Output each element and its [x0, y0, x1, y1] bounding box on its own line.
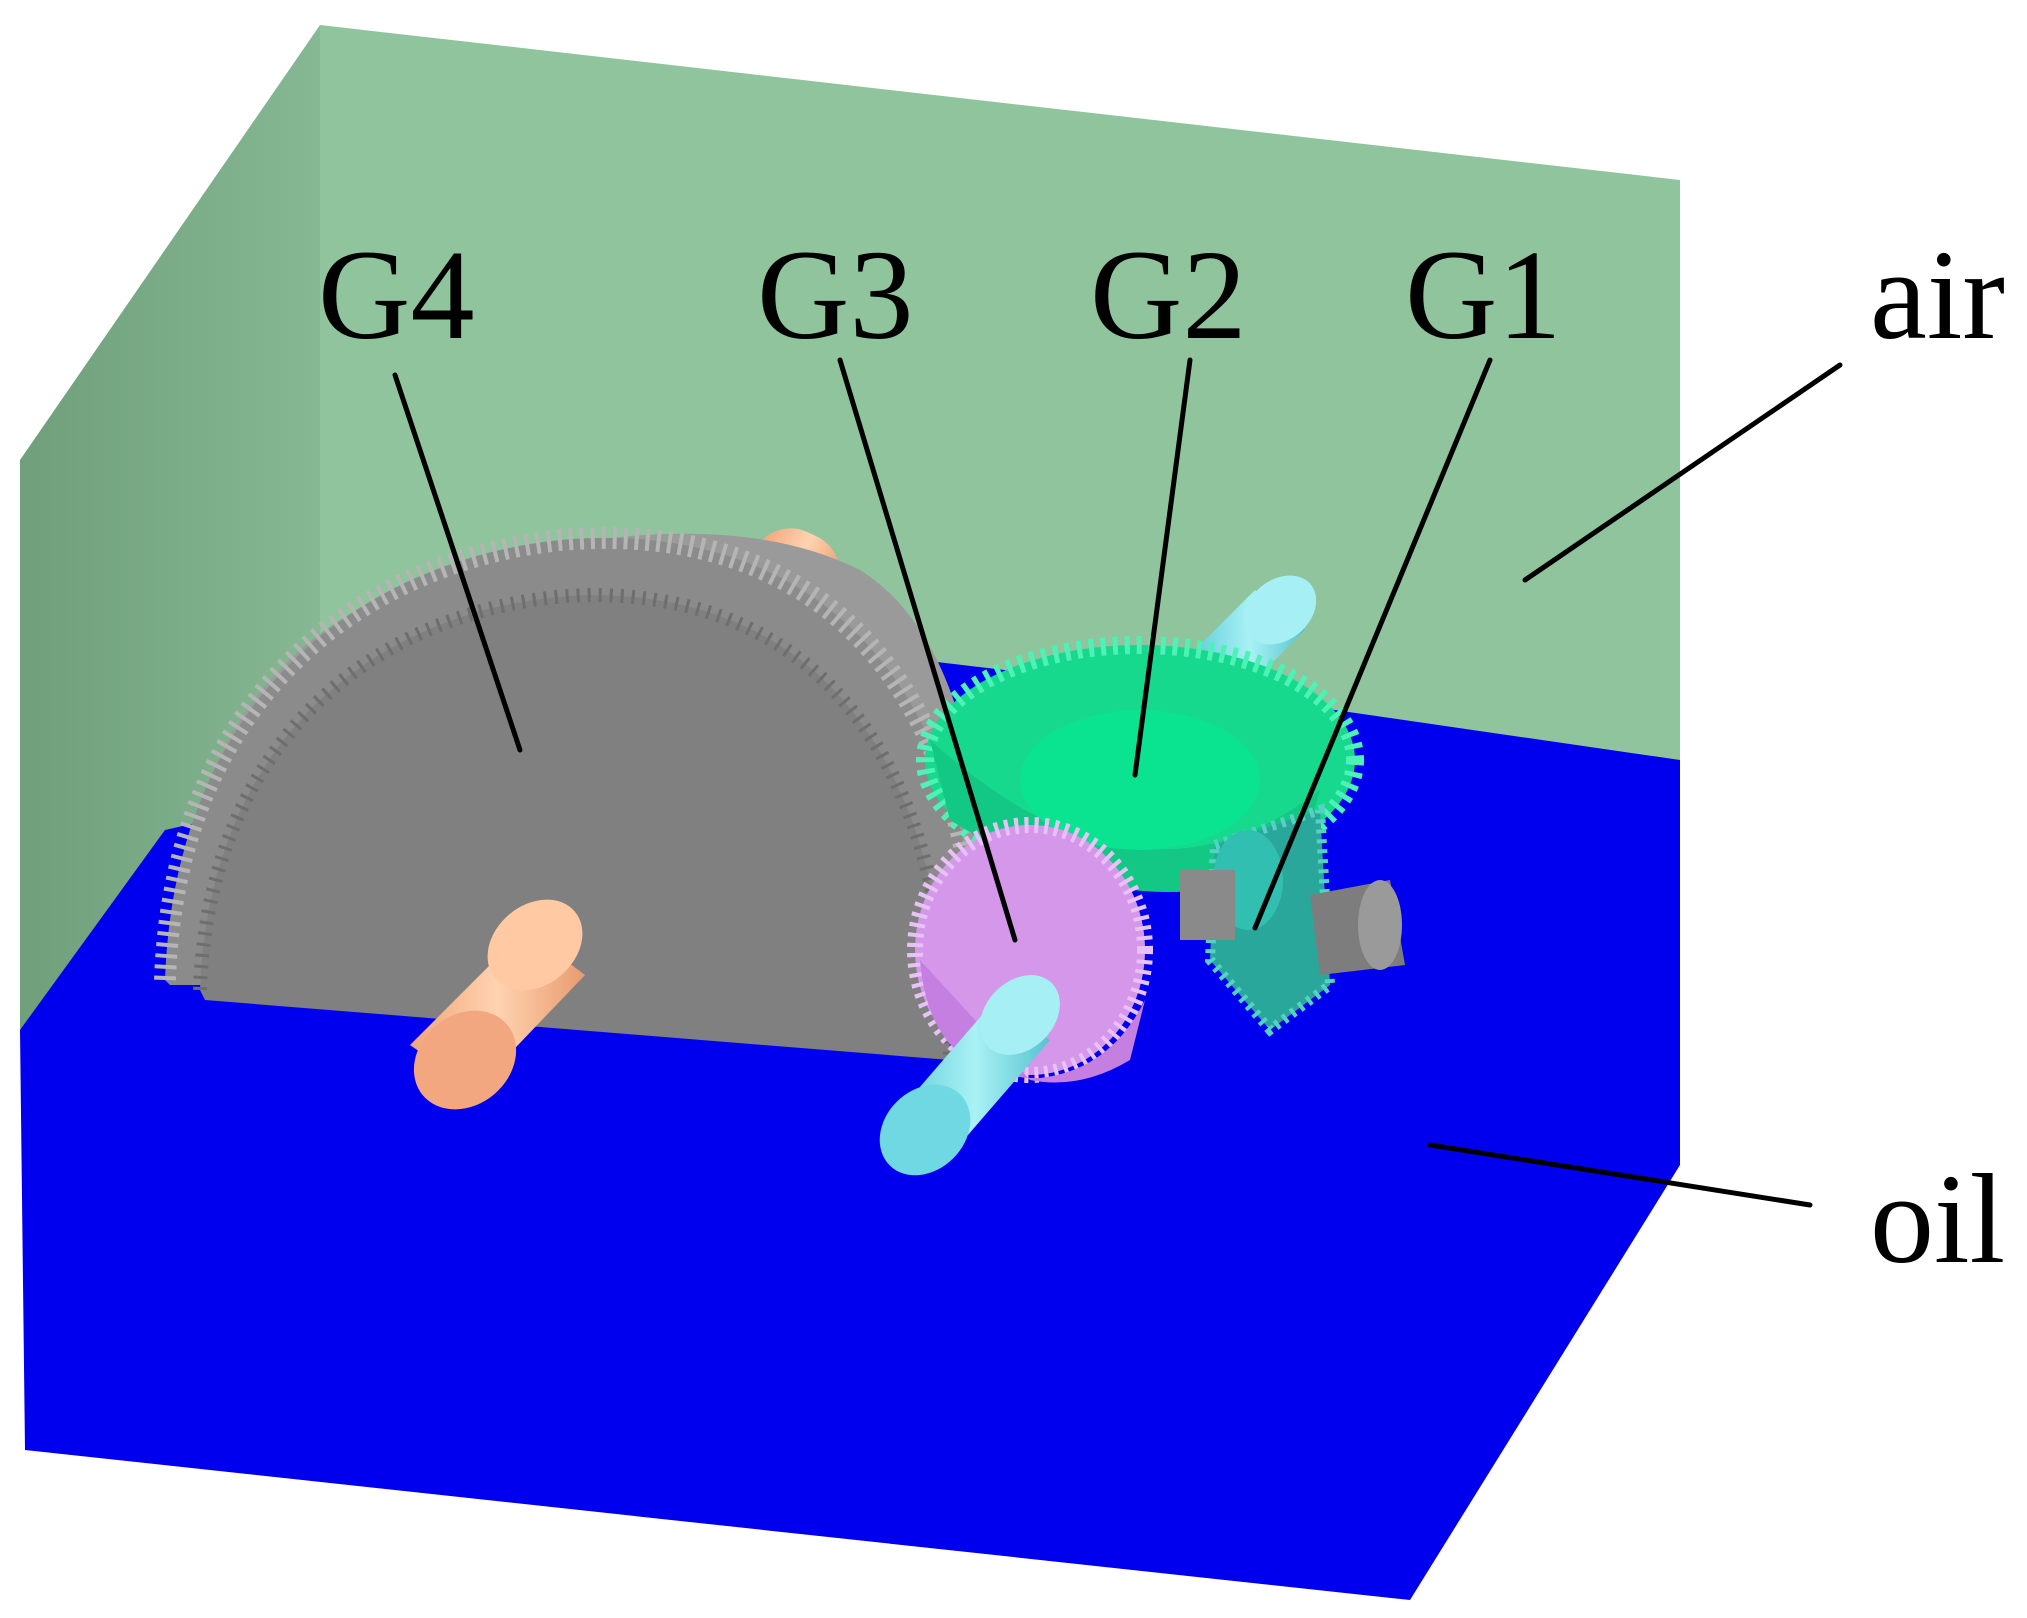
g4-gear: [154, 526, 991, 1061]
g4-leader-line: [392, 372, 523, 753]
g1-label: G1: [1405, 224, 1561, 366]
g1-leader-line: [1252, 357, 1493, 931]
g4-shaft-front: [410, 899, 585, 1110]
g2-gear: [916, 636, 1364, 892]
air-label: air: [1870, 224, 2005, 366]
g4-label: G4: [318, 224, 474, 366]
oil-leader-line: [1427, 1142, 1813, 1208]
air-leader-line: [1522, 362, 1843, 583]
g3-label: G3: [757, 224, 913, 366]
g2-label: G2: [1090, 224, 1246, 366]
g2-leader-line: [1132, 357, 1193, 778]
g3-leader-line: [837, 357, 1018, 943]
oil-label: oil: [1870, 1148, 2005, 1290]
g1-shaft: [1180, 870, 1405, 975]
g3-shaft: [879, 975, 1060, 1176]
